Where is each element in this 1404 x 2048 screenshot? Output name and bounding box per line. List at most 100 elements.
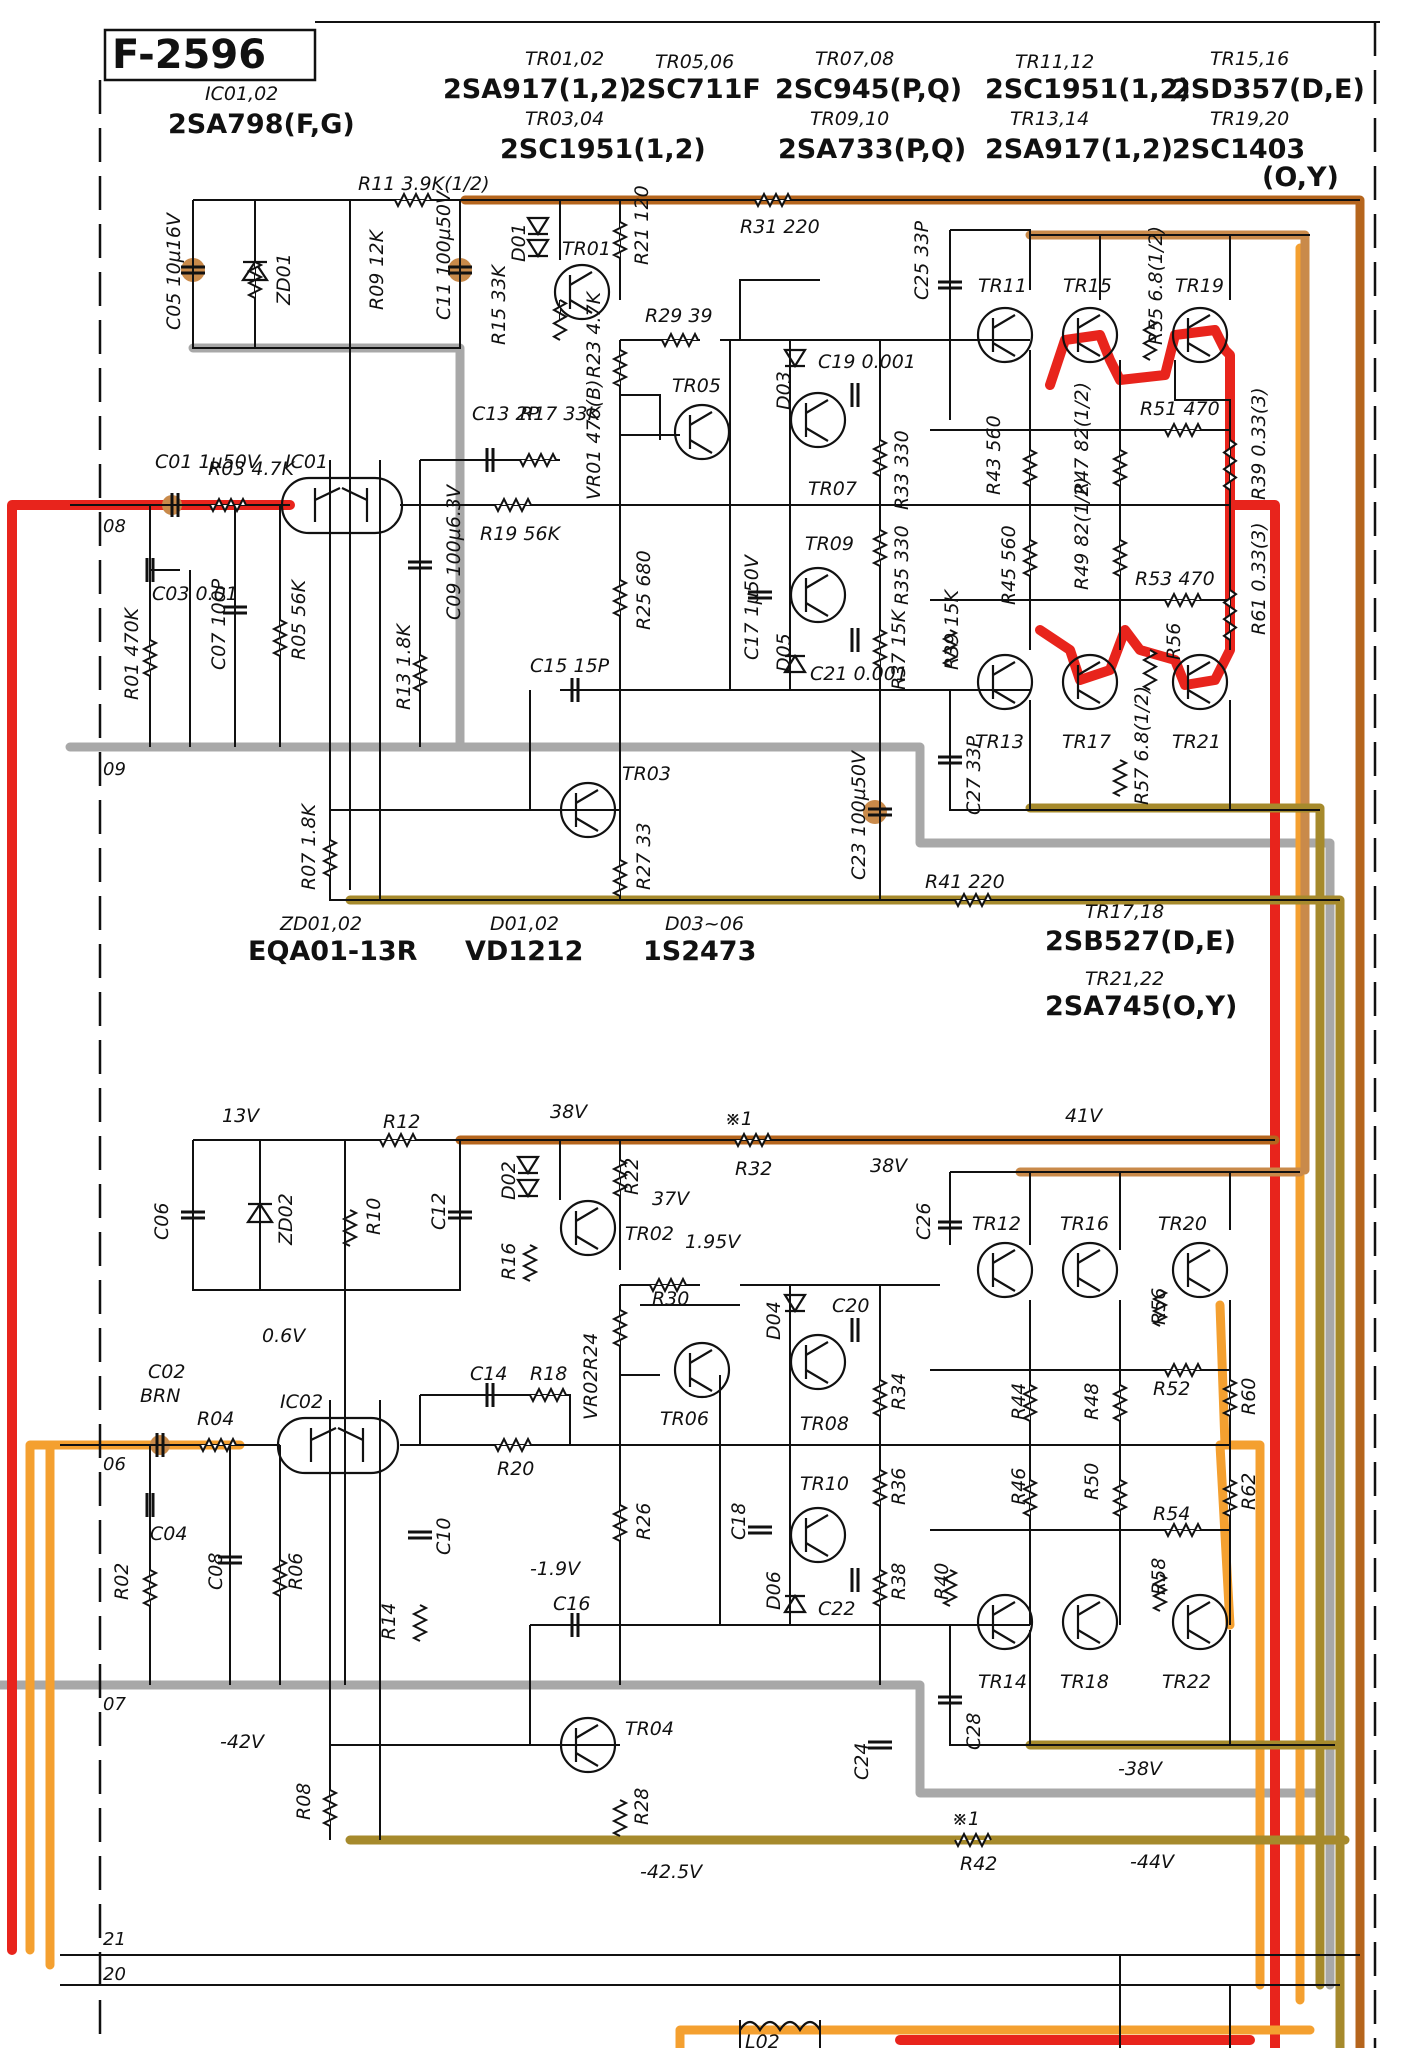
label-r38: R38 (888, 1563, 910, 1600)
label-r44: R44 (1008, 1383, 1030, 1420)
capacitor-c16 (570, 1613, 580, 1637)
label-tr06: TR06 (660, 1408, 709, 1430)
voltage-37v: 37V (652, 1188, 691, 1210)
label-r17: R17 33K (520, 403, 602, 425)
terminal-06: 06 (103, 1454, 126, 1475)
header-part-tr0102: 2SA917(1,2) (443, 74, 631, 105)
label-r34: R34 (888, 1373, 910, 1410)
capacitor-c09 (408, 560, 432, 570)
header-part-tr1920: 2SC1403 (1172, 134, 1305, 165)
resistor-r08 (321, 1789, 339, 1827)
label-r24: R24 (580, 1333, 602, 1370)
dual-ic01 (280, 476, 404, 535)
page-title: F-2596 (112, 32, 266, 78)
label-r20: R20 (497, 1458, 534, 1480)
resistor-r62 (1221, 1479, 1239, 1517)
diode-d04 (783, 1293, 807, 1314)
label-r58: R58 (1148, 1558, 1170, 1595)
header-ref-tr0304: TR03,04 (525, 108, 604, 130)
capacitor-c13 (485, 448, 495, 472)
label-c08: C08 (205, 1553, 227, 1590)
label-r49: R49 82(1/2) (1071, 477, 1093, 590)
transistor-tr07 (789, 391, 847, 449)
label-r52: R52 (1153, 1378, 1190, 1400)
transistor-tr15 (1061, 306, 1119, 364)
header-ref-zd: ZD01,02 (279, 913, 362, 935)
resistor-r33 (871, 439, 889, 477)
label-d04: D04 (763, 1301, 785, 1340)
trace-gray-lower (0, 1680, 1325, 1798)
transistor-tr13 (976, 653, 1034, 711)
resistor-r22 (611, 1159, 629, 1197)
label-r42: R42 (960, 1853, 997, 1875)
inductor-l02 (739, 2020, 821, 2033)
resistor-r52 (1164, 1361, 1202, 1379)
header-part-tr1718: 2SB527(D,E) (1045, 926, 1236, 957)
label-c15: C15 15P (530, 655, 610, 677)
terminal-20: 20 (103, 1964, 126, 1985)
resistor-r28 (611, 1799, 629, 1837)
header-part-tr0708: 2SC945(P,Q) (775, 74, 962, 105)
label-r04: R04 (197, 1408, 234, 1430)
resistor-r24 (611, 1309, 629, 1347)
capacitor-c22 (850, 1568, 860, 1592)
transistor-tr08 (789, 1333, 847, 1391)
label-r54: R54 (1153, 1503, 1190, 1525)
resistor-r47 (1111, 449, 1129, 487)
header-ref-ic0102: IC01,02 (205, 83, 278, 105)
resistor-r14 (411, 1604, 429, 1642)
label-tr04: TR04 (625, 1718, 674, 1740)
header-ref-tr1920: TR19,20 (1210, 108, 1289, 130)
label-r29: R29 39 (645, 305, 713, 327)
label-r21: R21 120 (631, 185, 653, 265)
label-c19: C19 0.001 (818, 351, 916, 373)
header-part-d0306: 1S2473 (643, 936, 756, 967)
header-ref-d0102: D01,02 (490, 913, 559, 935)
label-tr03: TR03 (622, 763, 671, 785)
diode-d06 (783, 1593, 807, 1614)
header-part-tr0506: 2SC711F (628, 74, 761, 105)
label-tr18: TR18 (1060, 1671, 1109, 1693)
transistor-tr17 (1061, 653, 1119, 711)
transistor-tr14 (976, 1593, 1034, 1651)
label-d03: D03 (773, 371, 795, 410)
header-part-tr0910: 2SA733(P,Q) (778, 134, 966, 165)
label-r26: R26 (633, 1503, 655, 1540)
label-r62: R62 (1238, 1473, 1260, 1510)
label-mark2: ※1 (952, 1808, 980, 1830)
resistors (141, 191, 1239, 1849)
voltage-38v-b: 38V (870, 1155, 909, 1177)
label-ic01: IC01 (285, 451, 328, 473)
label-c13: C13 2P (472, 403, 540, 425)
label-vr02: VR02 (580, 1370, 602, 1420)
label-c18: C18 (728, 1503, 750, 1540)
header-part-d0102: VD1212 (465, 936, 583, 967)
label-tr22: TR22 (1162, 1671, 1211, 1693)
label-r13: R13 1.8K (393, 622, 415, 710)
voltage-38v: 38V (550, 1101, 589, 1123)
voltage-m42-5v: -42.5V (640, 1861, 704, 1883)
label-c11: C11 100µ50V (433, 189, 455, 320)
title-box (103, 28, 317, 82)
resistor-r39 (1222, 439, 1238, 491)
label-r09: R09 12K (366, 228, 388, 310)
capacitor-c25 (938, 280, 962, 290)
capacitor-c17 (748, 590, 772, 600)
label-r12: R12 (383, 1111, 420, 1133)
resistor-r25 (611, 579, 629, 617)
label-r14: R14 (378, 1603, 400, 1640)
transistor-tr02 (559, 1199, 617, 1257)
capacitor-c24 (868, 1740, 892, 1750)
resistor-r05 (271, 619, 289, 657)
resistor-r09 (246, 261, 264, 299)
label-r55: R55 6.8(1/2) (1145, 226, 1167, 345)
label-tr01: TR01 (562, 238, 611, 260)
label-r30: R30 (652, 1288, 689, 1310)
resistor-r17 (519, 451, 557, 469)
label-r39b: R39 15K (941, 588, 963, 670)
label-r15: R15 33K (488, 263, 510, 345)
transistor-tr19 (1171, 306, 1229, 364)
resistor-r30 (649, 1276, 687, 1294)
resistor-r41 (954, 891, 992, 909)
label-c21: C21 0.001 (810, 663, 908, 685)
